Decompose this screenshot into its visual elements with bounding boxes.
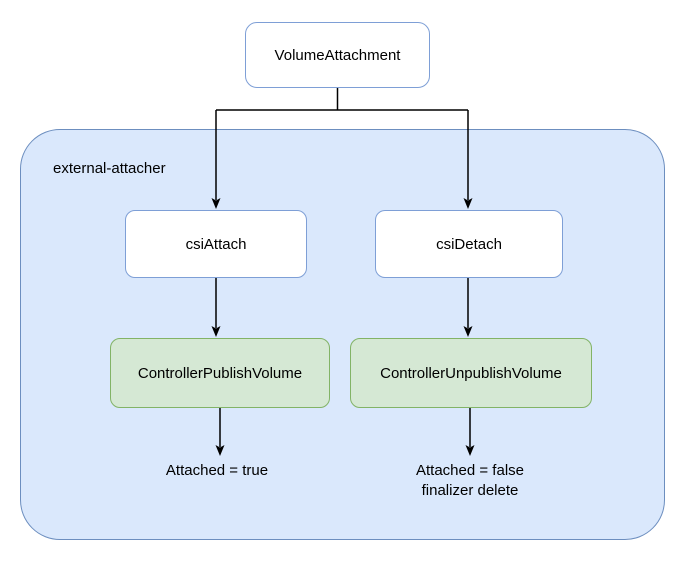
node-csi-attach: csiAttach <box>125 210 307 278</box>
node-csi-detach-label: csiDetach <box>436 235 502 253</box>
detach-result-text: Attached = false finalizer delete <box>390 461 550 501</box>
edge-root-split <box>216 88 468 111</box>
attach-result-text: Attached = true <box>147 461 287 481</box>
node-controller-unpublish-volume-label: ControllerUnpublishVolume <box>380 364 562 382</box>
detach-result-line-1: Attached = false <box>416 462 524 479</box>
node-controller-publish-volume-label: ControllerPublishVolume <box>137 364 303 382</box>
node-csi-attach-label: csiAttach <box>185 235 247 253</box>
node-volume-attachment: VolumeAttachment <box>245 22 430 88</box>
attach-result-line: Attached = true <box>165 462 269 479</box>
node-volume-attachment-label: VolumeAttachment <box>274 46 401 64</box>
node-controller-publish-volume: ControllerPublishVolume <box>110 338 330 408</box>
container-label: external-attacher <box>53 160 166 177</box>
container-external-attacher: external-attacher <box>20 129 665 540</box>
node-controller-unpublish-volume: ControllerUnpublishVolume <box>350 338 592 408</box>
detach-result-line-2: finalizer delete <box>421 482 519 499</box>
node-csi-detach: csiDetach <box>375 210 563 278</box>
